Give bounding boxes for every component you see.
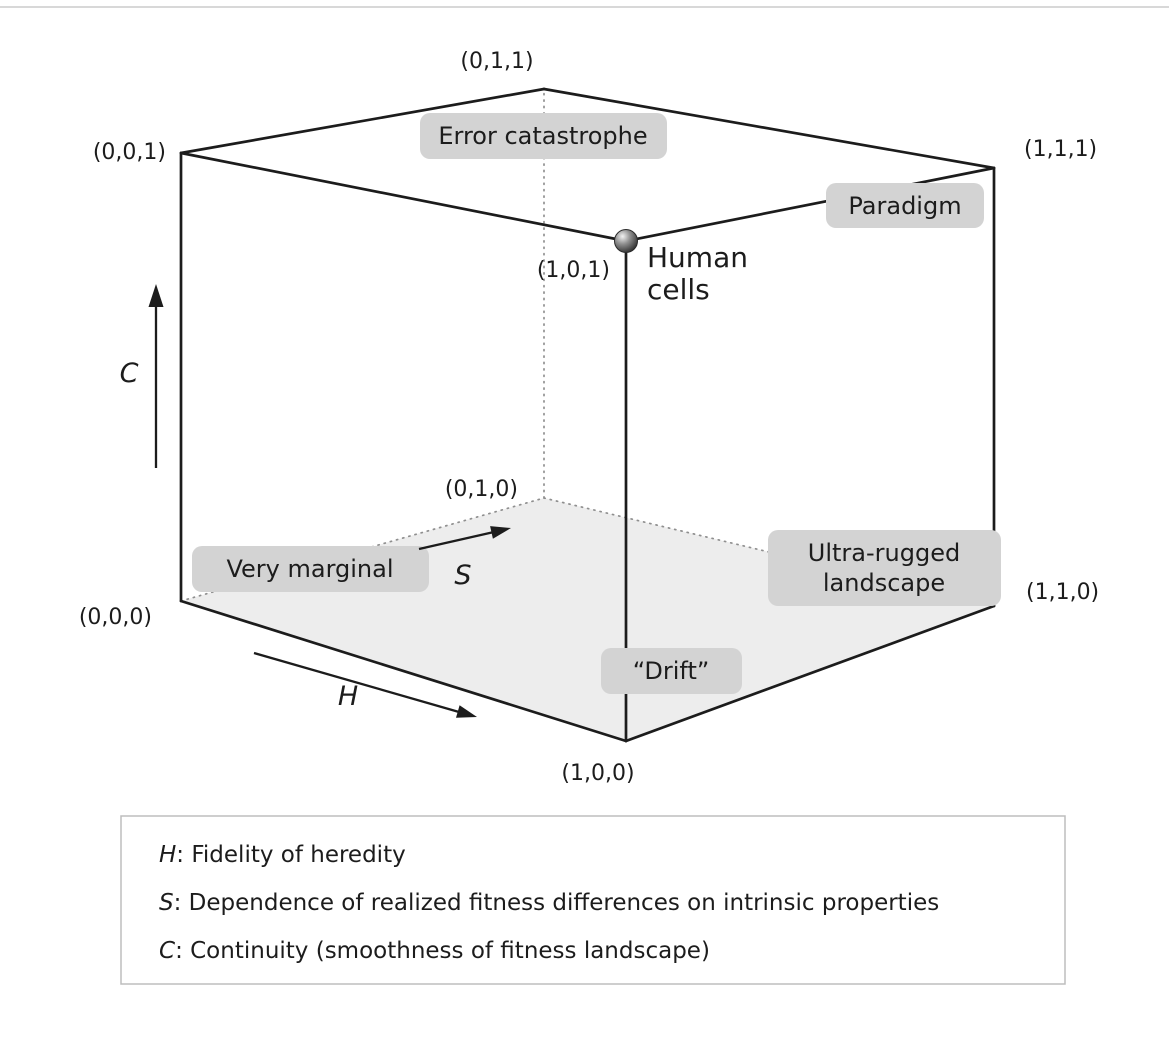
legend-text-c: : Continuity (smoothness of fitness land… xyxy=(175,938,710,964)
label-ultra-rugged-landscape: Ultra-rugged landscape xyxy=(768,530,1001,606)
axis-s-arrowhead-icon xyxy=(490,526,511,539)
human-cells-label-line2: cells xyxy=(647,273,710,306)
corner-label-011: (0,1,1) xyxy=(460,49,533,74)
ultra-rugged-pill xyxy=(768,530,1001,606)
cube-edge-top-front-right xyxy=(624,166,996,243)
axis-c-arrow: C xyxy=(120,284,164,468)
human-cells-point xyxy=(614,229,638,253)
axis-s-label: S xyxy=(454,560,471,591)
legend-item-s: S: Dependence of realized fitness differ… xyxy=(159,890,939,916)
corner-label-001: (0,0,1) xyxy=(93,140,166,165)
axis-h-label: H xyxy=(338,681,358,712)
error-catastrophe-text: Error catastrophe xyxy=(438,122,647,150)
human-cells-label-line1: Human xyxy=(647,241,748,274)
ultra-rugged-text-line2: landscape xyxy=(823,569,945,597)
corner-label-100: (1,0,0) xyxy=(561,761,634,786)
corner-label-010: (0,1,0) xyxy=(445,477,518,502)
hidden-edge-000-010 xyxy=(180,497,545,602)
very-marginal-text: Very marginal xyxy=(226,555,393,583)
corner-label-110: (1,1,0) xyxy=(1026,580,1099,605)
legend-text-h: : Fidelity of heredity xyxy=(176,842,405,868)
axis-s-arrow: S xyxy=(418,526,511,591)
error-catastrophe-pill xyxy=(420,113,667,159)
legend-text-s: : Dependence of realized fitness differe… xyxy=(174,890,940,916)
axis-h-line xyxy=(253,651,460,714)
corner-labels: (0,1,1) (0,0,1) (1,1,1) (1,0,1) (0,1,0) … xyxy=(79,49,1099,786)
legend-box: H: Fidelity of heredity S: Dependence of… xyxy=(120,815,1066,985)
corner-label-111: (1,1,1) xyxy=(1024,137,1097,162)
corner-label-101: (1,0,1) xyxy=(537,258,610,283)
ultra-rugged-text-line1: Ultra-rugged xyxy=(808,539,960,567)
axis-h-arrow: H xyxy=(253,651,477,718)
legend-border xyxy=(120,815,1066,985)
axis-s-line xyxy=(418,530,495,551)
cube-edge-bottom-front-left xyxy=(179,599,628,743)
paradigm-pill xyxy=(826,183,984,228)
drift-text: “Drift” xyxy=(633,657,710,685)
label-error-catastrophe: Error catastrophe xyxy=(420,113,667,159)
axis-h-arrowhead-icon xyxy=(456,705,477,718)
axis-arrows: C S H xyxy=(120,284,511,718)
legend-var-h: H xyxy=(159,842,176,868)
cube-edge-top-back-left xyxy=(179,87,546,155)
label-very-marginal: Very marginal xyxy=(192,546,429,592)
drift-pill xyxy=(601,648,742,694)
axis-c-label: C xyxy=(120,358,139,389)
legend-item-h: H: Fidelity of heredity xyxy=(159,842,406,868)
corner-label-000: (0,0,0) xyxy=(79,605,152,630)
label-paradigm: Paradigm xyxy=(826,183,984,228)
label-drift: “Drift” xyxy=(601,648,742,694)
region-labels: Error catastrophe Paradigm Very marginal… xyxy=(192,113,1001,694)
legend-var-s: S xyxy=(159,890,174,916)
cube-edge-top-back-right xyxy=(542,87,996,170)
cube-edge-bottom-front-right xyxy=(624,604,996,743)
legend-var-c: C xyxy=(159,938,175,964)
cube-edge-top-front-left xyxy=(179,151,628,243)
paradigm-text: Paradigm xyxy=(848,192,961,220)
axis-c-arrowhead-icon xyxy=(148,284,164,307)
legend-item-c: C: Continuity (smoothness of fitness lan… xyxy=(159,938,710,964)
very-marginal-pill xyxy=(192,546,429,592)
